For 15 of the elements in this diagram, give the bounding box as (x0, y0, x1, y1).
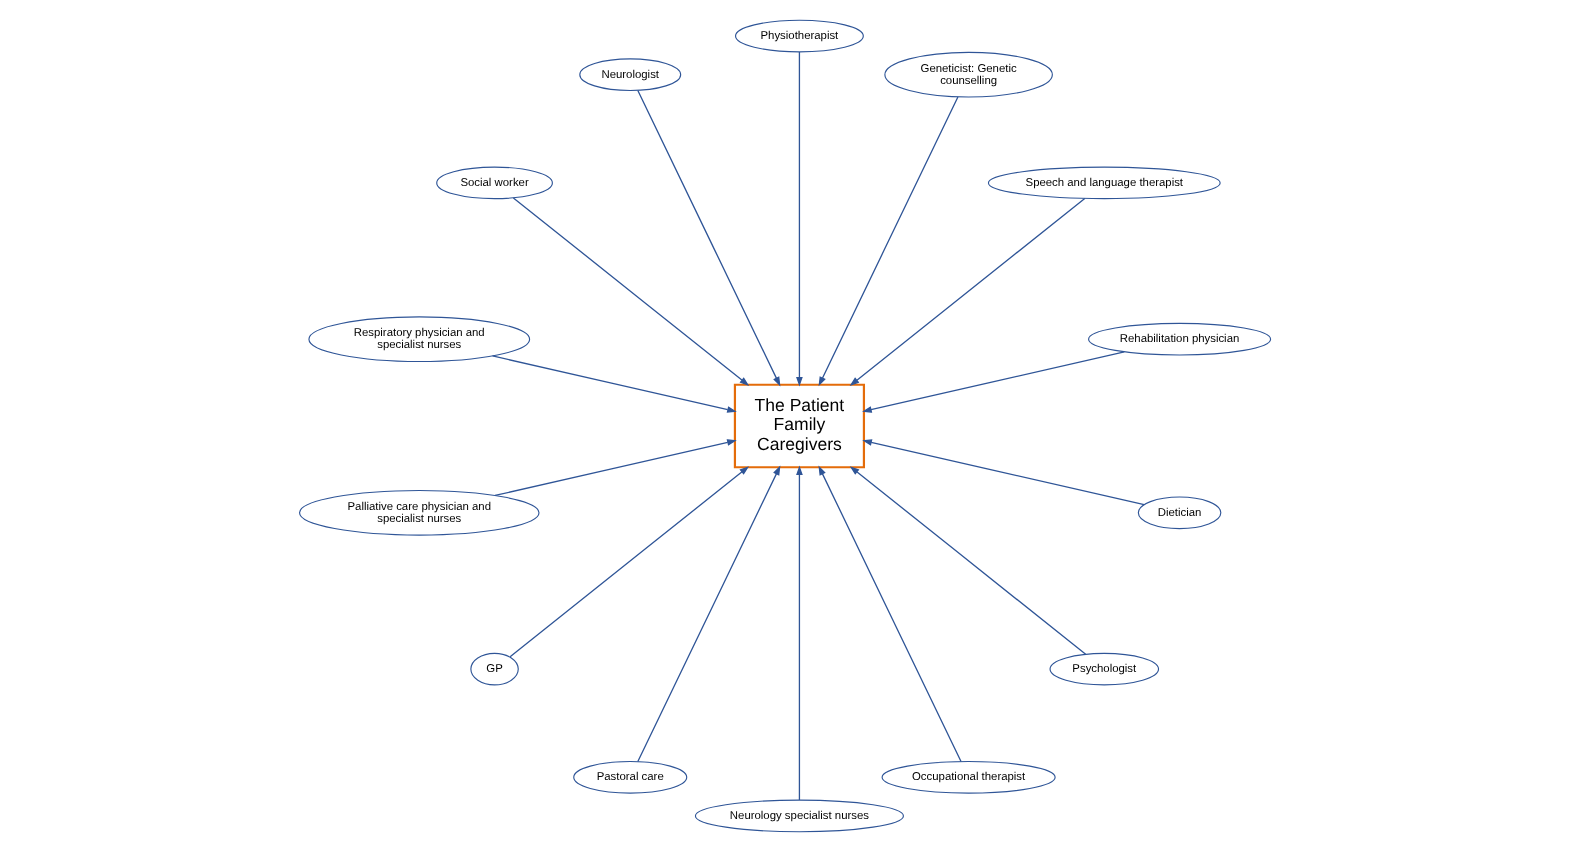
arrow (491, 355, 737, 413)
arrow (796, 465, 803, 801)
arrow (849, 197, 1086, 386)
arrow (818, 96, 959, 387)
arrow (818, 465, 962, 763)
arrow (862, 439, 1145, 506)
arrow (509, 466, 750, 658)
arrow (494, 439, 737, 497)
arrow (862, 351, 1125, 413)
arrow (849, 466, 1087, 655)
arrow (637, 89, 781, 387)
arrow (512, 197, 750, 386)
node-box: The Patient Family Caregivers (733, 383, 866, 469)
arrow (637, 465, 781, 763)
arrow (796, 51, 803, 387)
